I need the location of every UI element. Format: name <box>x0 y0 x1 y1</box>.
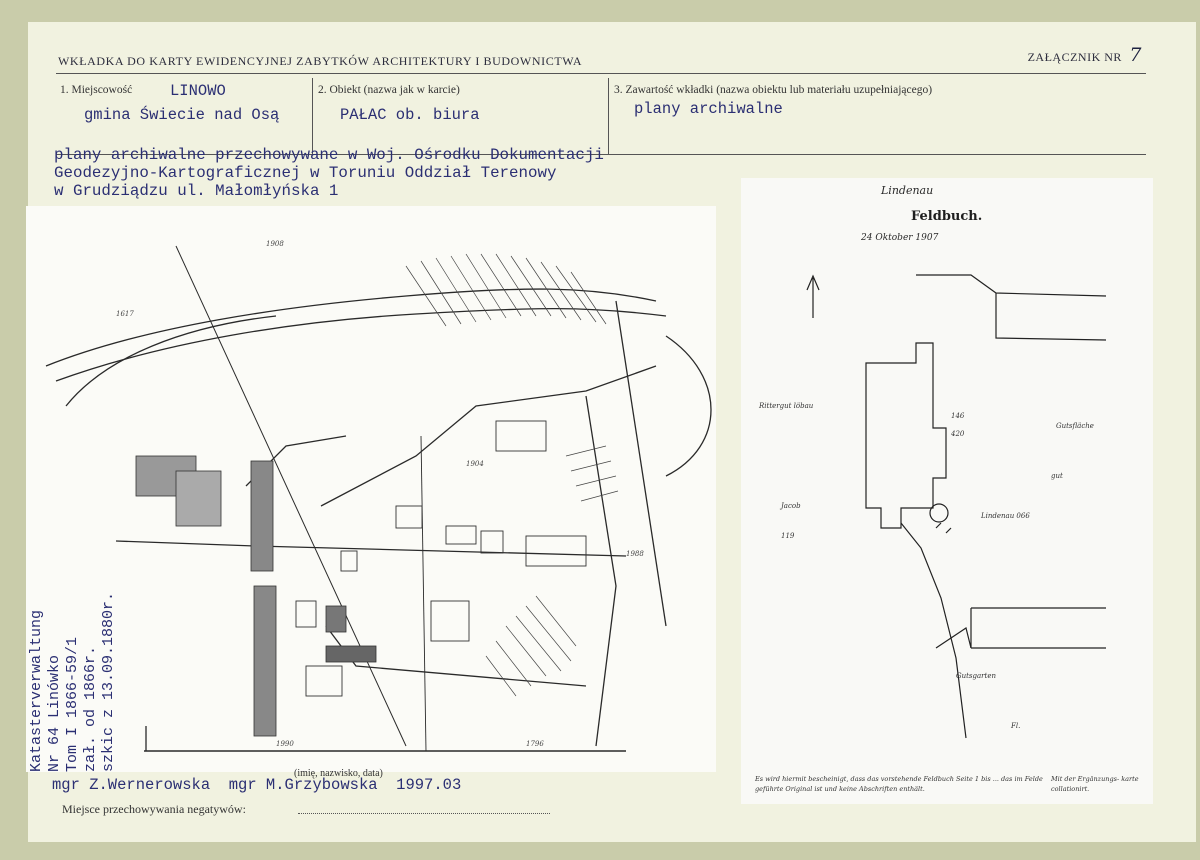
map1-caption-line: zał. od 1866r. <box>82 645 99 772</box>
svg-text:119: 119 <box>781 532 795 540</box>
description-line: plany archiwalne przechowywane w Woj. Oś… <box>54 146 604 164</box>
svg-text:1617: 1617 <box>116 310 134 318</box>
field-object: 2. Obiekt (nazwa jak w karcie) PAŁAC ob.… <box>314 78 606 154</box>
map1-caption-line: Nr 64 Linówko <box>46 654 63 772</box>
feldbuch-date: 24 Oktober 1907 <box>860 233 939 243</box>
cadastral-sketch-drawing: 1908 1617 1904 1988 1796 1990 <box>45 240 712 752</box>
svg-text:Rittergut löbau: Rittergut löbau <box>758 402 814 410</box>
feldbuch-heading-word: Lindenau <box>880 184 933 197</box>
svg-text:Gutsfläche: Gutsfläche <box>1056 422 1094 430</box>
svg-text:gut: gut <box>1051 472 1063 480</box>
feldbuch-parcel: Lindenau 066 <box>980 512 1030 520</box>
svg-text:1904: 1904 <box>466 460 484 468</box>
field-locality-value: LINOWO <box>170 82 226 100</box>
svg-text:420: 420 <box>950 430 965 438</box>
top-rule <box>56 73 1146 74</box>
field-locality: 1. Miejscowość LINOWO gmina Świecie nad … <box>56 78 310 154</box>
field-locality-commune: gmina Świecie nad Osą <box>84 106 280 124</box>
field-divider <box>608 78 609 154</box>
cadastral-sketch-map: 1908 1617 1904 1988 1796 1990 <box>26 206 716 772</box>
feldbuch-footer-left: Es wird hiermit bescheinigt, dass das vo… <box>755 775 1043 793</box>
annex-label-text: ZAŁĄCZNIK NR <box>1027 50 1122 64</box>
description-line: Geodezyjno-Kartograficznej w Toruniu Odd… <box>54 164 557 182</box>
field-locality-label: 1. Miejscowość <box>60 84 133 96</box>
feldbuch-title: Feldbuch. <box>911 209 982 224</box>
field-contents-value: plany archiwalne <box>634 100 783 118</box>
field-object-label: 2. Obiekt (nazwa jak w karcie) <box>318 84 460 96</box>
signatures-line: mgr Z.Wernerowska mgr M.Grzybowska 1997.… <box>52 776 462 794</box>
feldbuch-footer-right: Mit der Ergänzungs- karte collationirt. <box>1051 775 1139 793</box>
map1-caption-line: Tom I 1866-59/1 <box>64 636 81 772</box>
annex-number: 7 <box>1129 44 1142 66</box>
description-line: w Grudziądzu ul. Małomłyńska 1 <box>54 182 339 200</box>
svg-text:Gutsgarten: Gutsgarten <box>956 672 996 680</box>
svg-text:1796: 1796 <box>526 740 544 748</box>
archive-description: plany archiwalne przechowywane w Woj. Oś… <box>54 146 604 200</box>
annex-label: ZAŁĄCZNIK NR 7 <box>1028 44 1142 66</box>
map1-caption-line: szkic z 13.09.1880r. <box>100 591 117 772</box>
field-contents-label: 3. Zawartość wkładki (nazwa obiektu lub … <box>614 84 933 96</box>
signature-caption: (imię, nazwisko, data) <box>294 768 383 779</box>
svg-text:146: 146 <box>951 412 965 420</box>
field-divider <box>312 78 313 154</box>
svg-text:1990: 1990 <box>276 740 294 748</box>
field-object-value: PAŁAC ob. biura <box>340 106 480 124</box>
svg-text:Jacob: Jacob <box>779 502 801 510</box>
feldbuch-page: Feldbuch. Lindenau 24 Oktober 1907 Ritte… <box>741 178 1153 804</box>
feldbuch-drawing: Feldbuch. Lindenau 24 Oktober 1907 Ritte… <box>758 184 1107 739</box>
negatives-label: Miejsce przechowywania negatywów: <box>62 802 246 816</box>
form-title: WKŁADKA DO KARTY EWIDENCYJNEJ ZABYTKÓW A… <box>58 54 583 68</box>
document-card: WKŁADKA DO KARTY EWIDENCYJNEJ ZABYTKÓW A… <box>26 22 1196 842</box>
svg-text:1988: 1988 <box>626 550 644 558</box>
svg-text:1908: 1908 <box>266 240 284 248</box>
fields-row: 1. Miejscowość LINOWO gmina Świecie nad … <box>56 78 1146 155</box>
svg-text:Fl.: Fl. <box>1010 722 1020 730</box>
negatives-field-line <box>298 813 550 814</box>
field-contents: 3. Zawartość wkładki (nazwa obiektu lub … <box>610 78 1146 154</box>
map1-caption-line: Katasterverwaltung <box>28 609 45 772</box>
